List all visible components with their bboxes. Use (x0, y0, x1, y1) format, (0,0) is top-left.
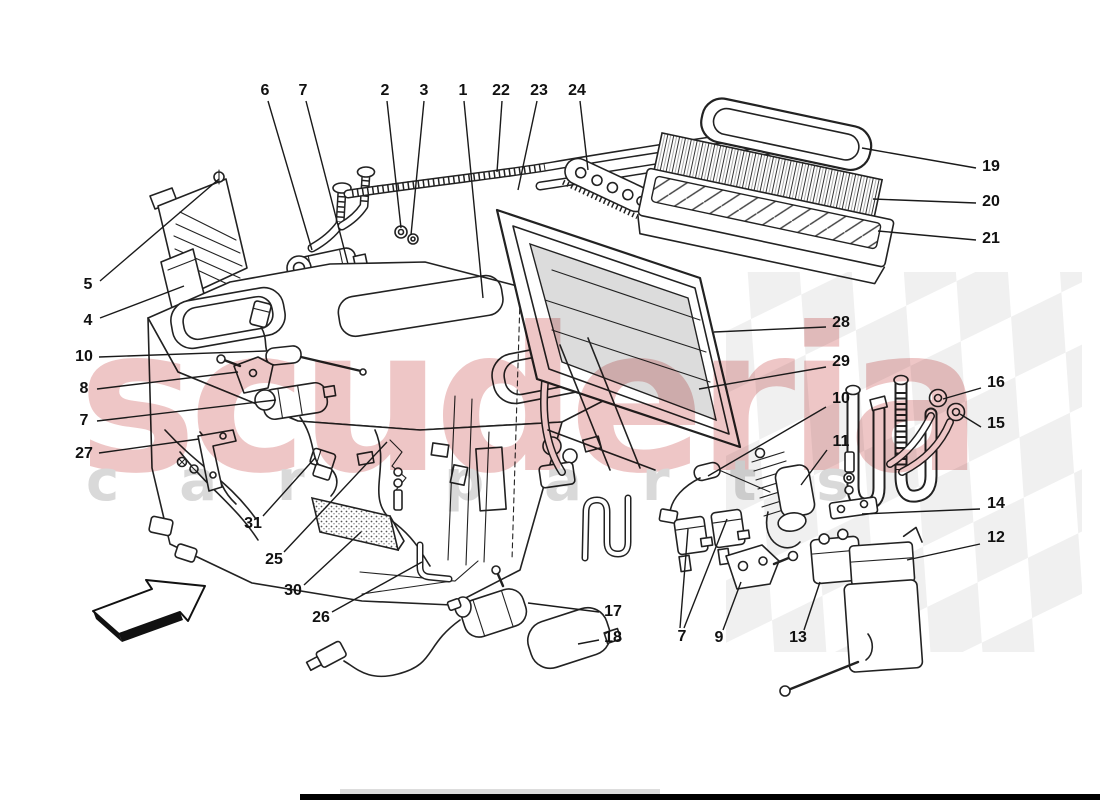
svg-text:7: 7 (80, 412, 89, 429)
air-flap (310, 496, 405, 552)
callout-9: 9 (715, 581, 742, 646)
svg-text:28: 28 (832, 314, 850, 331)
svg-text:8: 8 (80, 380, 89, 397)
svg-text:5: 5 (84, 276, 93, 293)
callout-7: 7 (678, 518, 728, 645)
callout-10: 10 (75, 348, 267, 365)
callout-16: 16 (942, 374, 1005, 400)
callout-21: 21 (877, 230, 1000, 247)
callout-6: 6 (261, 82, 313, 251)
control-unit (149, 169, 248, 309)
svg-text:13: 13 (789, 629, 807, 646)
svg-text:2: 2 (381, 82, 390, 99)
callout-13: 13 (789, 581, 821, 646)
svg-text:10: 10 (75, 348, 93, 365)
callout-29: 29 (698, 353, 850, 390)
temp-sensor-right (658, 461, 771, 524)
svg-text:16: 16 (987, 374, 1005, 391)
svg-text:24: 24 (568, 82, 586, 99)
svg-text:20: 20 (982, 193, 1000, 210)
callout-30: 30 (284, 531, 362, 599)
callout-12: 12 (906, 529, 1005, 561)
callout-3: 3 (410, 82, 429, 236)
lid-assembly (495, 208, 742, 471)
callout-22: 22 (492, 82, 510, 173)
l-bracket (176, 429, 237, 492)
flap-motor (305, 565, 622, 678)
footer-bar (300, 794, 1100, 800)
callout-20: 20 (872, 193, 1000, 210)
callout-7: 7 (80, 399, 277, 429)
svg-text:30: 30 (284, 582, 302, 599)
svg-text:19: 19 (982, 158, 1000, 175)
callout-5: 5 (84, 178, 220, 293)
callout-1: 1 (459, 82, 484, 299)
svg-text:21: 21 (982, 230, 1000, 247)
parts-drawing (92, 97, 1100, 800)
callout-19: 19 (861, 147, 1000, 175)
actuator-left (254, 381, 337, 481)
svg-text:7: 7 (299, 82, 308, 99)
drain-tank (779, 526, 924, 697)
drain-hose (416, 541, 453, 583)
callout-14: 14 (861, 495, 1005, 515)
svg-text:15: 15 (987, 415, 1005, 432)
callout-8: 8 (80, 371, 239, 397)
callout-18: 18 (577, 629, 622, 646)
callout-26: 26 (312, 561, 423, 626)
svg-text:31: 31 (244, 515, 262, 532)
svg-text:4: 4 (84, 312, 93, 329)
callout-10: 10 (707, 390, 850, 477)
svg-text:6: 6 (261, 82, 270, 99)
footer-smudge (340, 789, 660, 794)
callout-7: 7 (299, 82, 349, 265)
direction-arrow-icon (92, 579, 206, 642)
svg-text:7: 7 (678, 628, 687, 645)
callout-28: 28 (713, 314, 850, 333)
sensor-bracket (216, 354, 274, 394)
watermark: scuderia car parts (78, 285, 983, 518)
filter-gasket (700, 97, 873, 172)
svg-text:18: 18 (604, 629, 622, 646)
svg-text:23: 23 (530, 82, 548, 99)
blower-resistor (751, 447, 816, 549)
callout-24: 24 (568, 82, 589, 171)
svg-text:25: 25 (265, 551, 283, 568)
svg-text:12: 12 (987, 529, 1005, 546)
svg-text:29: 29 (832, 353, 850, 370)
filter-tray (637, 167, 895, 285)
callout-15: 15 (959, 413, 1005, 432)
callout-4: 4 (84, 285, 185, 329)
watermark-primary-text: scuderia (78, 285, 975, 518)
svg-text:17: 17 (604, 603, 622, 620)
callout-27: 27 (75, 438, 200, 462)
svg-text:22: 22 (492, 82, 510, 99)
watermark-secondary-text: car parts (86, 449, 910, 514)
temp-sensor-left (249, 300, 367, 376)
callout-2: 2 (381, 82, 402, 229)
svg-text:10: 10 (832, 390, 850, 407)
callout-25: 25 (265, 441, 388, 568)
valve-block (809, 528, 863, 585)
callout-11: 11 (800, 433, 850, 486)
svg-text:26: 26 (312, 609, 330, 626)
callout-23: 23 (517, 82, 548, 191)
svg-text:1: 1 (459, 82, 468, 99)
callout-17: 17 (527, 602, 622, 620)
svg-text:27: 27 (75, 445, 93, 462)
svg-text:3: 3 (420, 82, 429, 99)
svg-text:11: 11 (833, 433, 850, 450)
callout-31: 31 (244, 457, 316, 532)
svg-text:14: 14 (987, 495, 1005, 512)
svg-text:9: 9 (715, 629, 724, 646)
